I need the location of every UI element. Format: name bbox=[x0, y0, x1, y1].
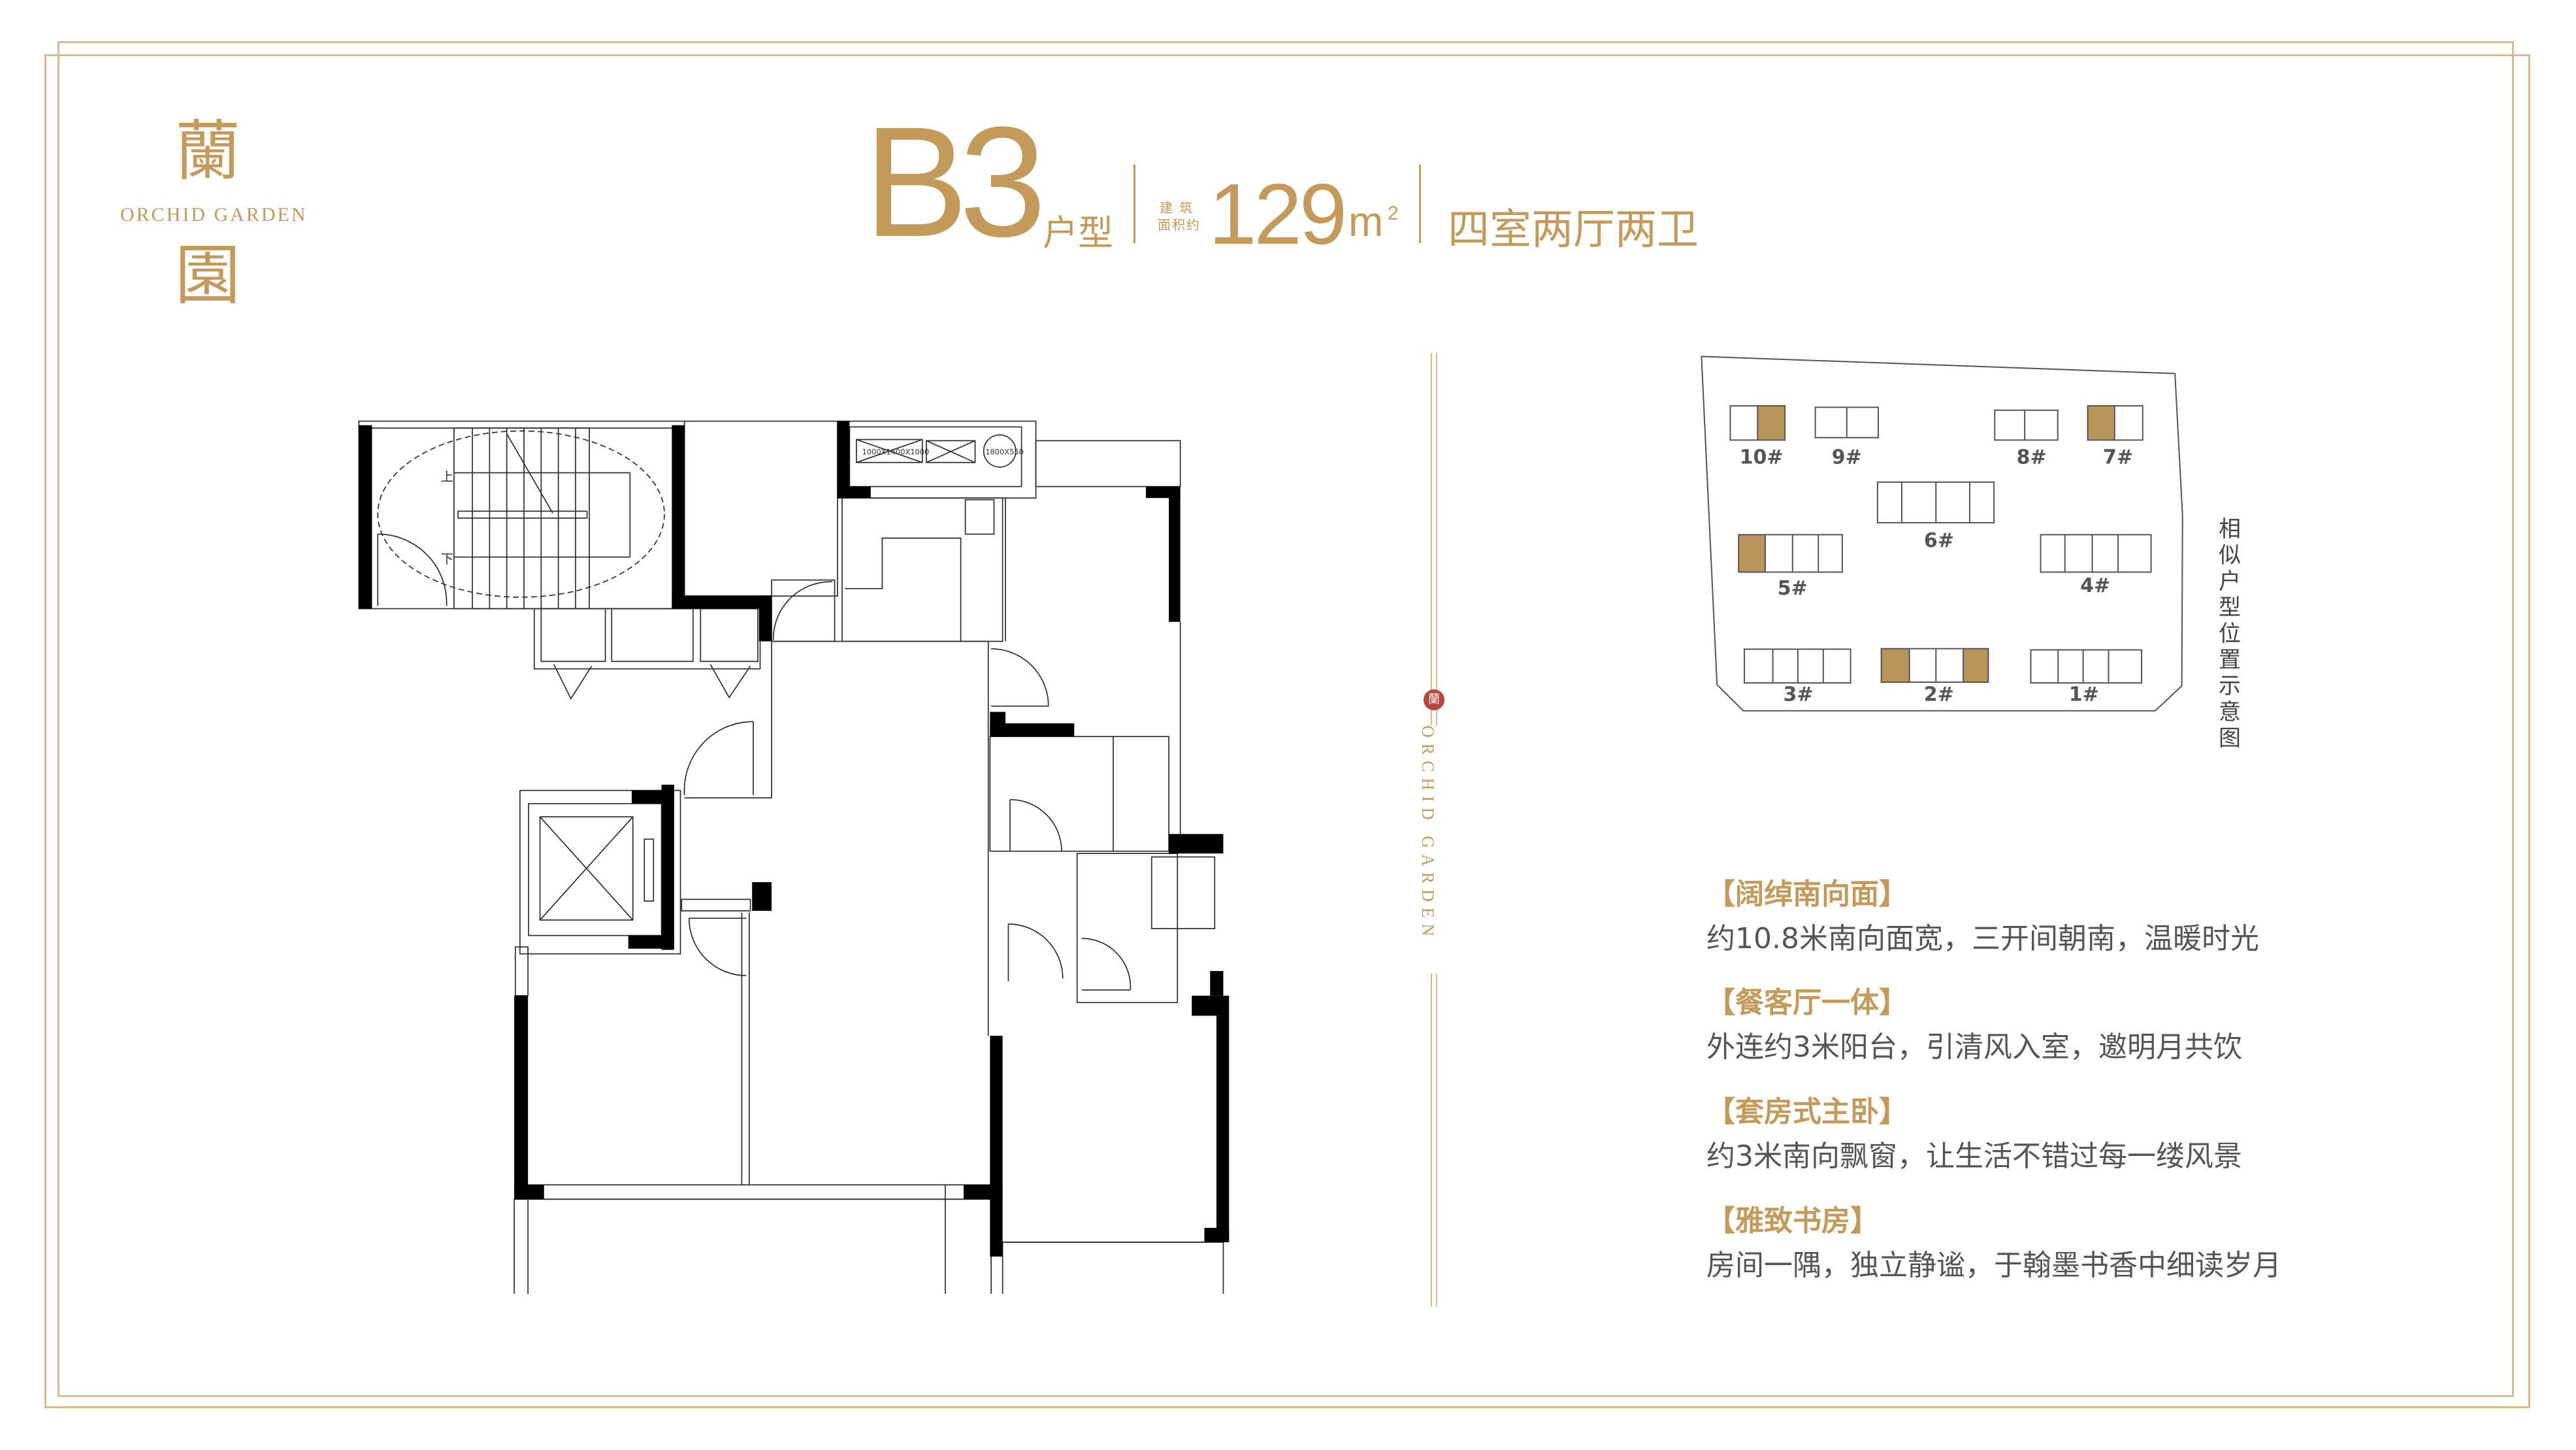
feature-desc: 房间一隅，独立静谧，于翰墨书香中细读岁月 bbox=[1706, 1249, 2281, 1282]
header-divider-2 bbox=[1419, 165, 1421, 243]
header-divider bbox=[1133, 165, 1135, 243]
logo-english: ORCHID GARDEN bbox=[120, 204, 308, 225]
feature-title: 【套房式主卧】 bbox=[1706, 1095, 1908, 1129]
building-label: 3# bbox=[1783, 684, 1813, 706]
building-label: 8# bbox=[2017, 446, 2047, 469]
feature-desc: 约3米南向飘窗，让生活不错过每一缕风景 bbox=[1706, 1140, 2242, 1173]
vertical-brand-label: ORCHID GARDEN bbox=[1418, 725, 1437, 942]
building-label: 7# bbox=[2103, 446, 2133, 469]
building-label: 2# bbox=[1924, 684, 1954, 706]
area-label: 建 筑 面积约 bbox=[1158, 199, 1201, 233]
floor-plan: 上 下 1000X1400X1000 1800X550 bbox=[358, 420, 1230, 1294]
building-1 bbox=[1814, 406, 1880, 438]
building-label: 9# bbox=[1832, 446, 1862, 469]
feature-item: 【套房式主卧】 约3米南向飘窗，让生活不错过每一缕风景 bbox=[1706, 1093, 2242, 1176]
fixture-label-2: 1800X550 bbox=[985, 447, 1024, 456]
area-unit: m bbox=[1348, 198, 1384, 245]
feature-item: 【阔绰南向面】 约10.8米南向面宽，三开间朝南，温暖时光 bbox=[1706, 876, 2259, 958]
feature-title: 【阔绰南向面】 bbox=[1706, 878, 1908, 911]
stair-up-label: 上 bbox=[441, 469, 453, 484]
site-plan-caption: 相似户型位置示意图 bbox=[2219, 516, 2241, 751]
area-unit-sup: 2 bbox=[1388, 203, 1399, 224]
building-5 bbox=[1738, 534, 1843, 573]
feature-title: 【餐客厅一体】 bbox=[1706, 986, 1908, 1019]
building-2 bbox=[1994, 409, 2059, 441]
building-highlight bbox=[1738, 535, 1765, 572]
site-plan: 10# 9# 8# 7# 6# 5# 4# 3# 2# 1# bbox=[1701, 355, 2183, 712]
structural-walls bbox=[359, 421, 1230, 1257]
seal-icon: 蘭 bbox=[1424, 689, 1444, 710]
feature-item: 【雅致书房】 房间一隅，独立静谧，于翰墨书香中细读岁月 bbox=[1706, 1202, 2281, 1285]
feature-title: 【雅致书房】 bbox=[1706, 1204, 1879, 1238]
building-9 bbox=[2030, 649, 2143, 684]
logo-char-top: 蘭 bbox=[175, 113, 240, 189]
feature-item: 【餐客厅一体】 外连约3米阳台，引清风入室，邀明月共饮 bbox=[1706, 984, 2242, 1066]
building-highlight bbox=[1757, 406, 1785, 440]
building-label: 4# bbox=[2080, 574, 2110, 597]
outer-frame bbox=[44, 54, 2530, 1408]
building-label: 10# bbox=[1740, 446, 1784, 469]
fixture-label-1: 1000X1400X1000 bbox=[862, 447, 930, 456]
area-label-line2: 面积约 bbox=[1158, 217, 1201, 233]
building-label: 6# bbox=[1924, 529, 1954, 552]
building-label: 1# bbox=[2069, 684, 2099, 706]
area-value: 129 bbox=[1209, 166, 1347, 262]
building-highlight bbox=[2087, 406, 2115, 440]
area-label-line1: 建 筑 bbox=[1160, 200, 1194, 216]
building-6 bbox=[2040, 534, 2152, 573]
inner-frame bbox=[57, 41, 2514, 1397]
site-boundary bbox=[1701, 355, 2183, 712]
logo-char-bottom: 園 bbox=[175, 237, 240, 314]
feature-desc: 约10.8米南向面宽，三开间朝南，温暖时光 bbox=[1706, 922, 2259, 955]
layout-type: 四室两厅两卫 bbox=[1448, 206, 1699, 254]
thin-walls bbox=[358, 420, 1224, 1294]
building-label: 5# bbox=[1778, 577, 1808, 600]
vertical-brand-text: ORCHID GARDEN bbox=[1418, 725, 1449, 974]
stair-down-label: 下 bbox=[441, 552, 453, 567]
building-highlight bbox=[1963, 648, 1989, 682]
unit-code: B3 bbox=[864, 94, 1047, 269]
unit-suffix: 户型 bbox=[1043, 212, 1113, 254]
feature-desc: 外连约3米阳台，引清风入室，邀明月共饮 bbox=[1706, 1030, 2242, 1064]
building-8 bbox=[1880, 648, 1989, 683]
building-highlight bbox=[1881, 648, 1910, 682]
